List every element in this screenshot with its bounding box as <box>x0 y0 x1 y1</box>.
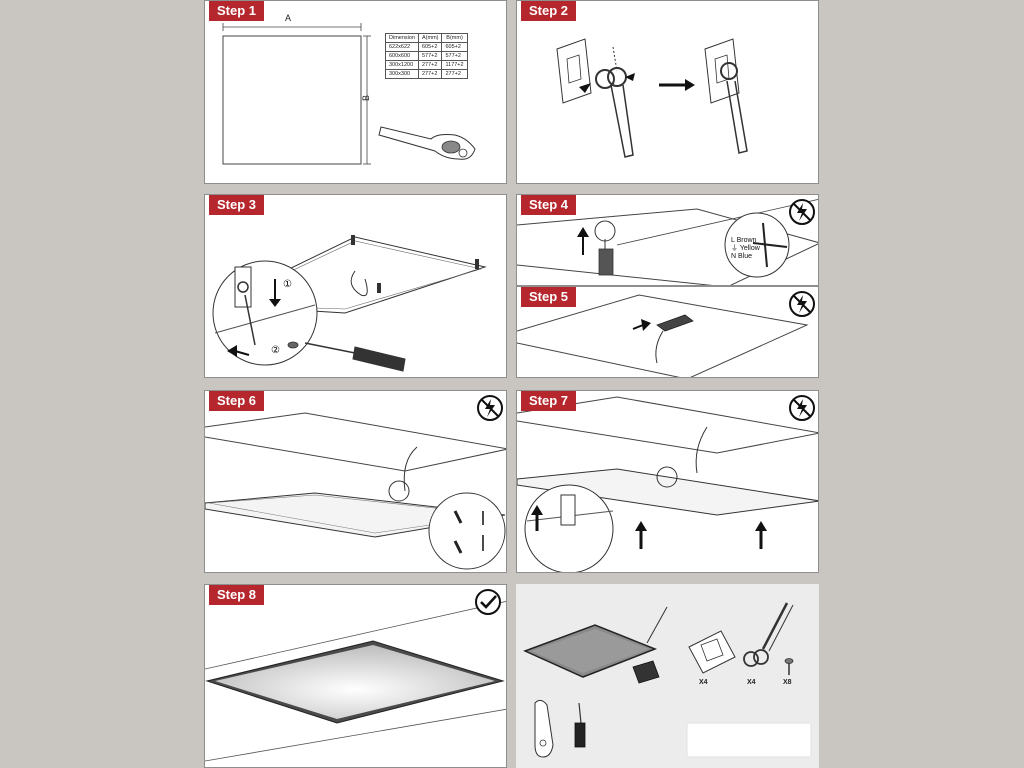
step6-panel: Step 6 <box>204 390 507 573</box>
table-row: 300x300 277+2 277+2 <box>385 69 468 79</box>
table-cell: 605+2 <box>441 42 468 52</box>
table-row: 622x622 605+2 605+2 <box>385 42 468 52</box>
step3-panel: Step 3 ① ② <box>204 194 507 378</box>
step3-number-2: ② <box>271 345 280 356</box>
step3-number-1: ① <box>283 279 292 290</box>
no-power-icon <box>789 199 815 225</box>
dim-a-label: A <box>285 13 292 23</box>
table-header: A(mm) <box>417 33 443 43</box>
table-cell: 622x622 <box>385 42 419 52</box>
step1-panel: Step 1 A B Dimension A(mm) B(mm) 622x622… <box>204 0 507 184</box>
step5-illustration <box>517 294 809 377</box>
step4-panel: Step 4 L Brown ⏚ Yellow N Blue <box>516 194 819 286</box>
wire-color: Yellow <box>739 245 760 252</box>
table-cell: 277+2 <box>417 69 443 79</box>
step3-illustration <box>212 235 487 372</box>
step7-illustration <box>517 396 818 572</box>
wire-code: ⏚ <box>731 245 738 252</box>
no-power-icon <box>789 291 815 317</box>
step2-illustration <box>556 38 748 158</box>
table-cell: 277+2 <box>417 60 443 70</box>
table-cell: 300x300 <box>385 69 419 79</box>
step2-panel: Step 2 <box>516 0 819 184</box>
step4-label: Step 4 <box>521 195 577 215</box>
step4-illustration <box>517 199 818 285</box>
step6-illustration <box>205 412 506 570</box>
springs-quantity: X4 <box>747 679 756 686</box>
no-power-icon <box>477 395 503 421</box>
screws-quantity: X8 <box>783 679 792 686</box>
table-header-row: Dimension A(mm) B(mm) <box>385 33 468 43</box>
table-cell: 1177+2 <box>441 60 468 70</box>
no-power-icon <box>789 395 815 421</box>
table-row: 600x600 577+2 577+2 <box>385 51 468 61</box>
table-cell: 577+2 <box>441 51 468 61</box>
step3-label: Step 3 <box>209 195 265 215</box>
wire-color: Brown <box>736 237 757 244</box>
table-header: Dimension <box>385 33 419 43</box>
table-header: B(mm) <box>441 33 468 43</box>
wire-color: Blue <box>738 253 753 260</box>
wire-code: L <box>731 237 735 244</box>
step8-illustration <box>205 601 506 762</box>
kit-illustration <box>523 602 812 758</box>
check-mark-icon <box>475 589 501 615</box>
step8-label: Step 8 <box>209 585 265 605</box>
wire-code: N <box>731 253 737 260</box>
step7-panel: Step 7 <box>516 390 819 573</box>
wire-yellow: ⏚ Yellow <box>731 245 760 253</box>
table-cell: 277+2 <box>441 69 468 79</box>
table-cell: 600x600 <box>385 51 419 61</box>
table-cell: 605+2 <box>417 42 443 52</box>
step6-label: Step 6 <box>209 391 265 411</box>
step1-illustration <box>222 23 476 165</box>
table-cell: 577+2 <box>417 51 443 61</box>
dimension-table: Dimension A(mm) B(mm) 622x622 605+2 605+… <box>385 33 468 79</box>
step7-label: Step 7 <box>521 391 577 411</box>
step5-label: Step 5 <box>521 287 577 307</box>
wiring-legend: L Brown ⏚ Yellow N Blue <box>731 237 760 261</box>
table-cell: 300x1200 <box>385 60 419 70</box>
dim-b-label: B <box>361 94 372 102</box>
step8-panel: Step 8 <box>204 584 507 768</box>
kit-contents-panel: X4 X4 X8 <box>516 584 819 768</box>
step2-label: Step 2 <box>521 1 577 21</box>
step5-panel: Step 5 <box>516 286 819 378</box>
wire-blue: N Blue <box>731 253 760 261</box>
plates-quantity: X4 <box>699 679 708 686</box>
wire-brown: L Brown <box>731 237 760 245</box>
table-row: 300x1200 277+2 1177+2 <box>385 60 468 70</box>
step1-label: Step 1 <box>209 1 265 21</box>
